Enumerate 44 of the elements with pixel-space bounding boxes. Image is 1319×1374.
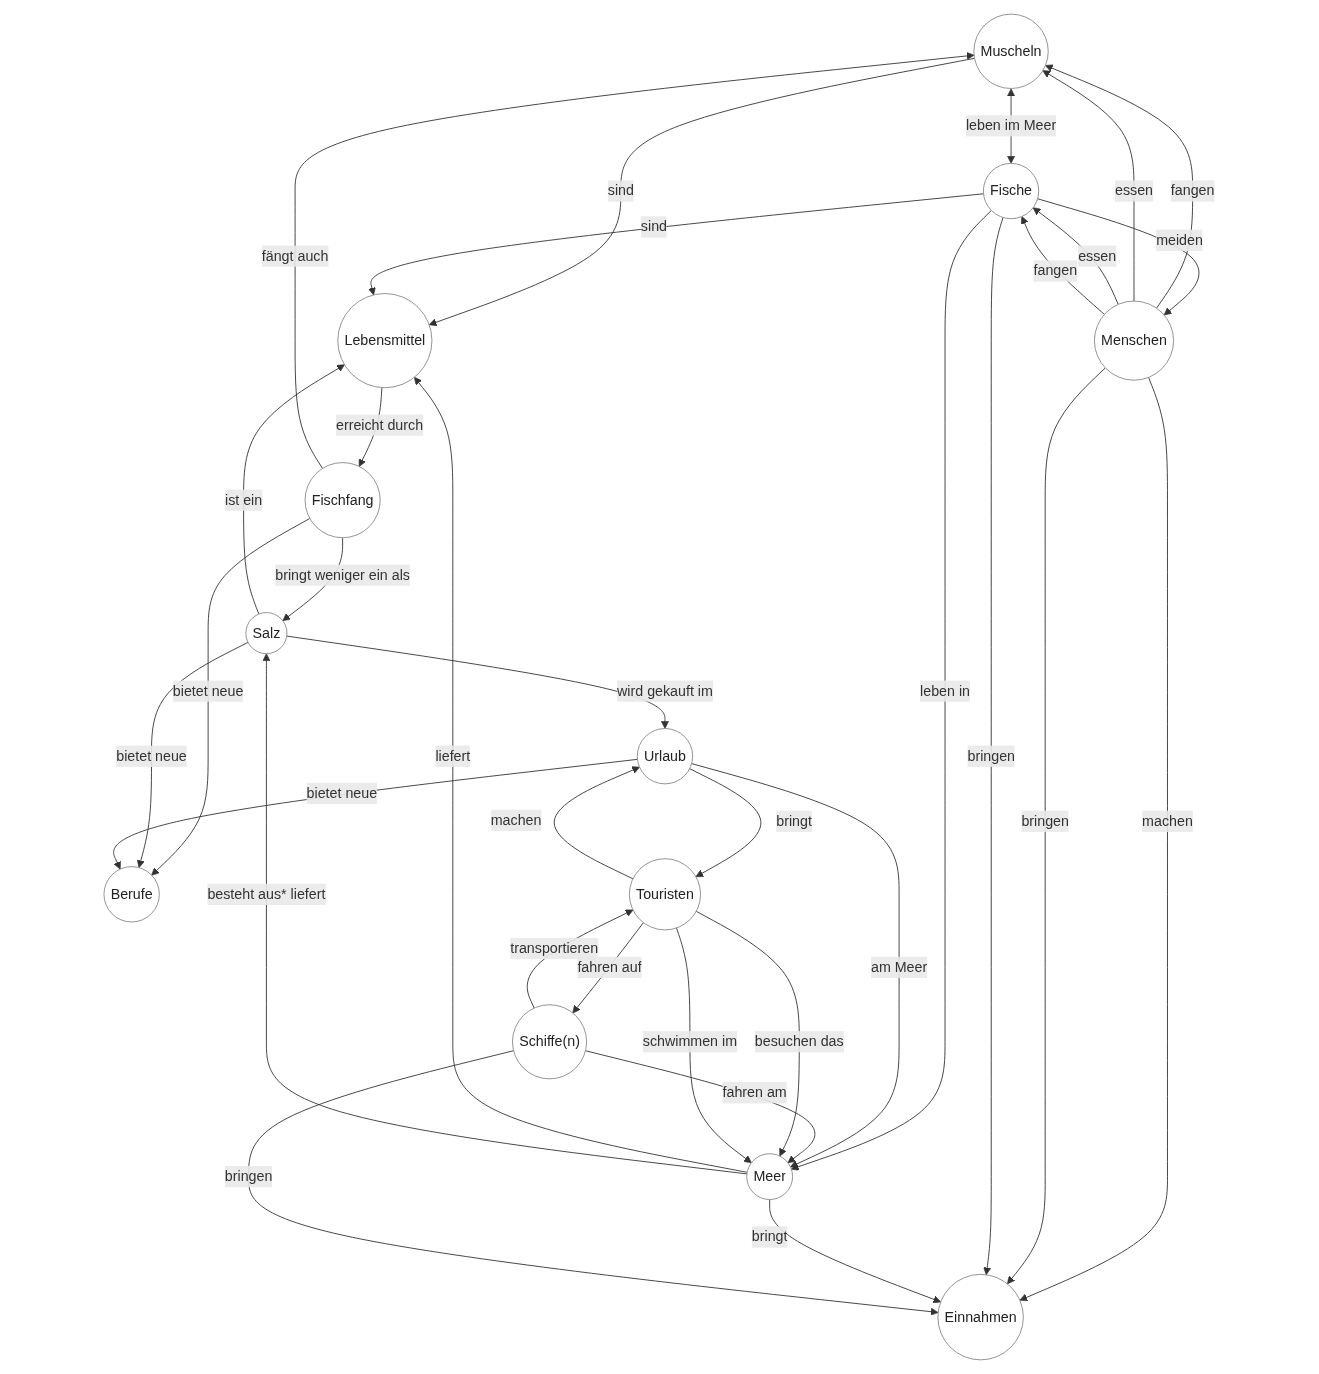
edge-label: bringt [776, 813, 813, 829]
node-circle: Touristen [629, 858, 702, 931]
edge-label: leben in [920, 683, 971, 699]
node-circle: Berufe [103, 866, 161, 923]
edge-label: bringen [967, 748, 1016, 764]
edge-label: bringen [1021, 813, 1070, 829]
node-circle: Einnahmen [937, 1273, 1025, 1361]
edge-label: besteht aus* liefert [207, 886, 326, 902]
node-circle: Urlaub [637, 728, 694, 785]
edge-label: sind [641, 218, 668, 235]
edge-label: wird gekauft im [617, 683, 714, 699]
edge-label: schwimmen im [643, 1033, 738, 1049]
edge-label: essen [1115, 183, 1154, 199]
edge-label: fängt auch [262, 248, 329, 264]
node-circle: Fischfang [304, 462, 381, 539]
edge-label: bietet neue [306, 785, 378, 801]
edge-label: bringt weniger ein als [275, 567, 411, 583]
edge-label: liefert [435, 748, 471, 764]
edge-label: fangen [1171, 183, 1215, 199]
edge-label: transportieren [510, 940, 599, 956]
edge-label: bringen [225, 1168, 273, 1184]
edge-label: essen [1078, 248, 1117, 264]
edge-label: machen [1142, 813, 1194, 829]
edge-label: leben im Meer [966, 117, 1057, 134]
node-circle: Schiffe(n) [512, 1004, 588, 1080]
edge-label: bietet neue [116, 748, 188, 764]
edge-label: besuchen das [755, 1033, 844, 1049]
node-circle: Muscheln [973, 13, 1049, 89]
edge-label: fahren am [722, 1084, 788, 1100]
node-circle: Lebensmittel [337, 293, 433, 389]
edge-label: sind [608, 183, 635, 199]
edge-label: fahren auf [577, 959, 642, 975]
edge-label: am Meer [871, 959, 928, 975]
node-circle: Menschen [1094, 300, 1175, 381]
edge-label: fangen [1033, 263, 1078, 279]
edge-label: ist ein [225, 492, 263, 508]
edge-label: bietet neue [173, 683, 244, 699]
edge-label: erreicht durch [336, 417, 424, 433]
node-circle: Fische [983, 162, 1040, 220]
edge-label: machen [491, 812, 542, 828]
edge-label: meiden [1156, 232, 1204, 248]
node-circle: Meer [746, 1153, 794, 1200]
node-circle: Salz [245, 612, 288, 655]
edge-label: bringt [752, 1228, 788, 1245]
